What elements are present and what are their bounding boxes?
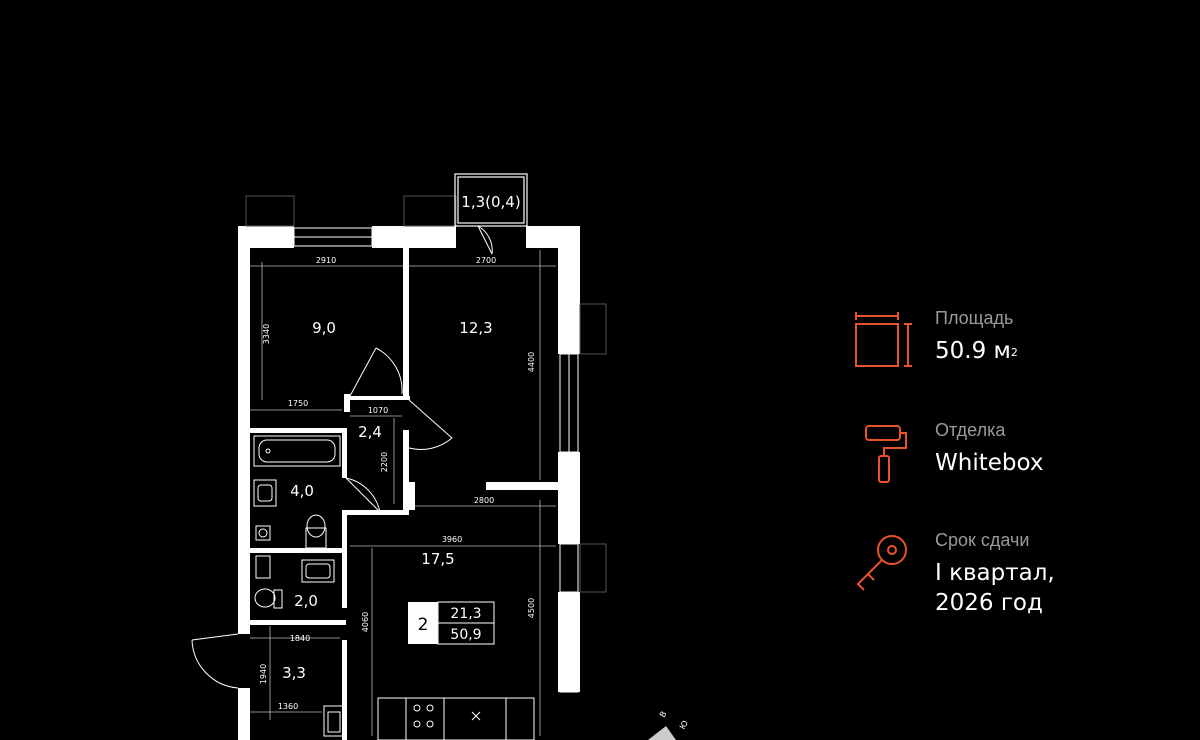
dim-1360: 1360 (278, 702, 298, 711)
info-area: Площадь 50.9 м2 (850, 308, 1180, 388)
dim-4500: 4500 (527, 598, 536, 618)
dim-1070: 1070 (368, 406, 388, 415)
room-area-labels: 1,3(0,4) 9,0 12,3 2,4 4,0 17,5 2,0 3,3 (282, 193, 521, 682)
dim-2910: 2910 (316, 256, 336, 265)
dim-4060: 4060 (361, 612, 370, 632)
finish-label: Отделка (935, 420, 1006, 440)
interior-walls (250, 248, 558, 740)
area-corridor: 2,4 (358, 423, 382, 441)
windows (293, 227, 579, 693)
delivery-label: Срок сдачи (935, 530, 1030, 550)
area-hall: 3,3 (282, 664, 306, 682)
finish-value: Whitebox (935, 450, 1044, 476)
area-measure-icon (855, 312, 912, 367)
dim-4400: 4400 (527, 352, 536, 372)
compass: В Ю (648, 710, 690, 740)
doors (191, 347, 453, 689)
fixtures (253, 435, 535, 740)
dimension-lines (250, 250, 556, 736)
apartment-summary-badge: 2 21,3 50,9 (408, 601, 495, 645)
compass-label-n: В (658, 710, 669, 719)
area-balcony: 1,3(0,4) (461, 193, 520, 211)
dim-2200: 2200 (380, 452, 389, 472)
key-icon (856, 535, 907, 591)
balcony (454, 173, 528, 255)
area-value-text: 50.9 м (935, 338, 1011, 364)
dimension-labels: 2910 2700 3340 4400 1750 1070 2200 2800 … (259, 256, 536, 711)
area-value: 50.9 м2 (935, 336, 1018, 366)
exterior-walls (238, 226, 580, 740)
dim-1750: 1750 (288, 399, 308, 408)
badge-living-area: 21,3 (450, 606, 481, 622)
area-bedroom-1: 9,0 (312, 319, 336, 337)
area-unit-sup: 2 (1010, 346, 1018, 359)
dim-2800: 2800 (474, 496, 494, 505)
info-finish: Отделка Whitebox (850, 420, 1180, 500)
dim-3340: 3340 (262, 324, 271, 344)
area-toilet: 2,0 (294, 592, 318, 610)
area-bathroom: 4,0 (290, 482, 314, 500)
dim-3960: 3960 (442, 535, 462, 544)
info-delivery: Срок сдачи I квартал, 2026 год (850, 530, 1180, 630)
area-bedroom-2: 12,3 (459, 319, 492, 337)
paint-roller-icon (865, 425, 907, 483)
dim-1840: 1840 (290, 634, 310, 643)
area-kitchen-living: 17,5 (421, 550, 454, 568)
compass-arrow-icon (648, 726, 676, 740)
dim-2700: 2700 (476, 256, 496, 265)
facade-blocks (245, 195, 607, 593)
dim-1940: 1940 (259, 664, 268, 684)
delivery-value: I квартал, 2026 год (935, 558, 1055, 618)
badge-total-area: 50,9 (450, 627, 481, 643)
badge-room-count: 2 (418, 615, 429, 635)
delivery-quarter: I квартал, (935, 560, 1055, 586)
compass-label-e: Ю (678, 719, 690, 731)
delivery-year: 2026 год (935, 590, 1043, 616)
area-label: Площадь (935, 308, 1014, 328)
